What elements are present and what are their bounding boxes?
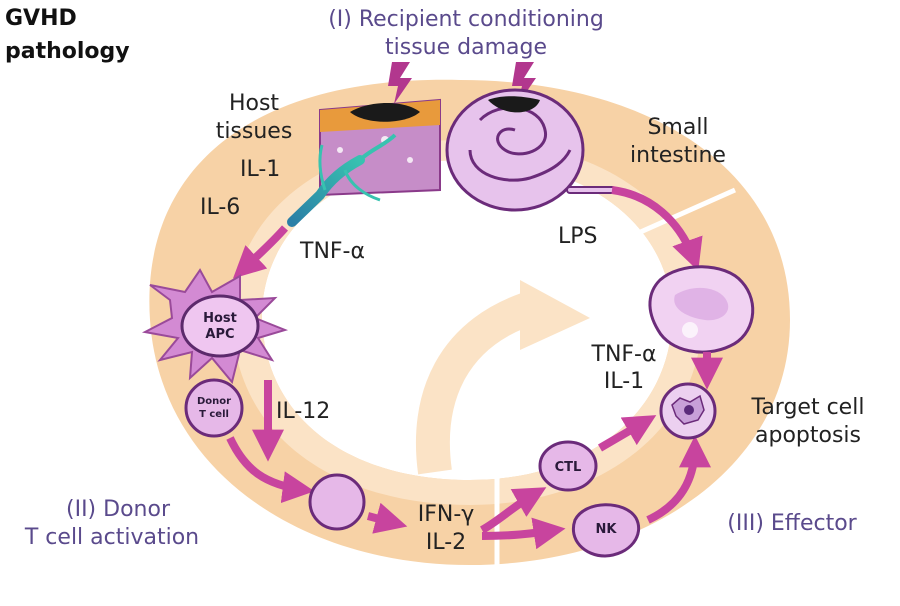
title-line1: GVHD <box>5 6 77 31</box>
vessel-icon <box>287 133 397 227</box>
ctl-cell: CTL <box>538 440 598 492</box>
small-intestine-icon <box>445 88 616 212</box>
macrophage-cell <box>648 265 755 354</box>
stage-2-label-line2: T cell activation <box>24 525 199 550</box>
donor-t-cell: Donor T cell <box>184 378 244 438</box>
activated-to-ifn-arrow <box>366 502 408 534</box>
ctl-to-target-arrow <box>597 415 657 452</box>
il2-label: IL-2 <box>426 530 466 555</box>
stage-2-label-line1: (II) Donor <box>66 497 171 522</box>
stage-1-label-line2: tissue damage <box>385 35 547 60</box>
host-tissues-label-line1: Host <box>229 91 279 116</box>
target-apoptosis-label-line1: Target cell <box>751 395 865 420</box>
lps-label: LPS <box>558 224 598 249</box>
il12-label: IL-12 <box>276 399 330 424</box>
donor-t-label-line2: T cell <box>199 409 229 420</box>
diagram-title: GVHD pathology <box>5 6 130 64</box>
effector-il1-label: IL-1 <box>604 369 644 394</box>
host-tissues-label-line2: tissues <box>216 119 293 144</box>
ifn-gamma-label: IFN-γ <box>418 502 475 527</box>
donor-activation-arrow <box>226 436 315 504</box>
ctl-label: CTL <box>555 460 582 475</box>
tnf-alpha-label: TNF-α <box>299 239 365 264</box>
small-intestine-label-line2: intestine <box>630 143 726 168</box>
host-apc-label-line2: APC <box>205 327 234 342</box>
stage-3-label: (III) Effector <box>727 511 857 536</box>
effector-tnf-label: TNF-α <box>591 342 657 367</box>
host-apc-label-line1: Host <box>203 311 237 326</box>
tissue-to-apc-arrow <box>232 225 288 279</box>
title-line2: pathology <box>5 39 130 64</box>
nk-cell: NK <box>572 503 641 558</box>
target-cell <box>659 382 717 440</box>
donor-t-label-line1: Donor <box>197 396 231 407</box>
il6-label: IL-6 <box>200 195 240 220</box>
host-apc-cell: Host APC <box>141 268 289 385</box>
inner-cycle-arrow <box>415 288 545 475</box>
target-apoptosis-label-line2: apoptosis <box>755 423 861 448</box>
nk-to-target-arrow <box>646 435 711 524</box>
lightning-icon <box>388 62 536 104</box>
small-intestine-label-line1: Small <box>647 115 708 140</box>
lps-arrow <box>611 186 703 272</box>
stage-1-label-line1: (I) Recipient conditioning <box>328 7 604 32</box>
il1-label: IL-1 <box>240 157 280 182</box>
activated-t-cell <box>308 473 366 531</box>
nk-label: NK <box>596 522 618 537</box>
il2-to-ctl-arrow <box>480 487 547 534</box>
il2-to-nk-arrow <box>481 517 566 550</box>
